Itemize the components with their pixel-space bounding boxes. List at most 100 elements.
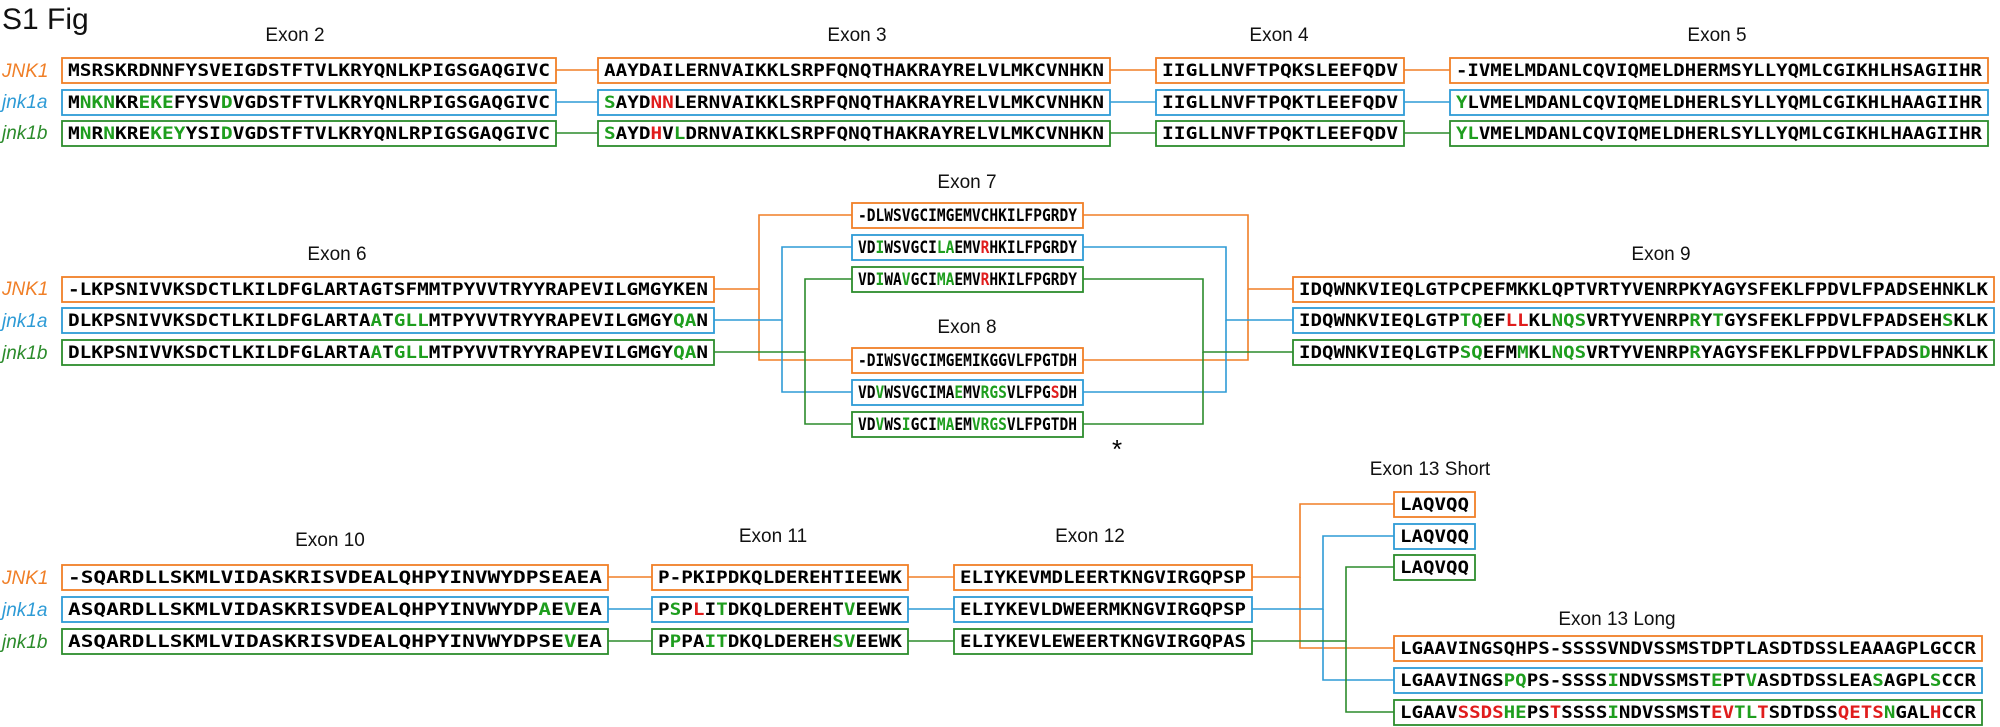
residue-run: PQ: [1504, 671, 1527, 690]
residue-run: PA: [681, 632, 704, 651]
sequence-text-e3-jnk1: AAYDAILERNVAIKKLSRPFQNQTHAKRAYRELVLMKCVN…: [604, 61, 1104, 80]
residue-run: N: [103, 124, 115, 143]
sequence-text-e12-jnk1b: ELIYKEVLEWEERTKNGVIRGQPAS: [960, 632, 1246, 651]
residue-run: LAQVQQ: [1400, 527, 1469, 546]
residue-run: DLKPSNIVVKSDCTLKILDFGLARTA: [68, 343, 371, 362]
sequence-box-e2-jnk1: [61, 57, 557, 84]
residue-run: ELIYKEVMDLEERTKNGVIRGQPSP: [960, 568, 1246, 587]
residue-run: M: [1517, 343, 1529, 362]
residue-run: IDQWNKVIEQLGTPCPEFMKKLQPTVRTYVENRPKYAGYS…: [1299, 280, 1988, 299]
residue-run: D: [1919, 343, 1931, 362]
residue-run: V: [876, 383, 885, 402]
residue-run: EF: [1483, 311, 1506, 330]
sequence-box-e7-jnk1a: [851, 234, 1084, 261]
sequence-box-e4-jnk1: [1155, 57, 1405, 84]
exon-10-label: Exon 10: [295, 530, 365, 551]
residue-run: N: [80, 124, 92, 143]
residue-run: -DLWSVGCIMGEMVCHKILFPGRDY: [858, 206, 1077, 225]
exon-6-label: Exon 6: [307, 244, 366, 265]
sequence-box-e8-jnk1b: [851, 411, 1084, 438]
residue-run: QA: [673, 311, 696, 330]
residue-run: ELIYKEVLDWEERMKNGVIRGQPSP: [960, 600, 1246, 619]
sequence-box-e2-jnk1a: [61, 89, 557, 116]
residue-run: V: [876, 415, 885, 434]
residue-run: LAQVQQ: [1400, 495, 1469, 514]
residue-run: DRNVAIKKLSRPFQNQTHAKRAYRELVLMKCVNHKN: [685, 124, 1104, 143]
residue-run: VD: [858, 270, 876, 289]
sequence-text-e8-jnk1b: VDVWSIGCIMAEMVRGSVLFPGTDH: [858, 415, 1077, 434]
sequence-box-e3-jnk1a: [597, 89, 1111, 116]
residue-run: -IVMELMDANLCQVIQMELDHERMSYLLYQMLCGIKHLHS…: [1456, 61, 1982, 80]
sequence-box-e4-jnk1b: [1155, 120, 1405, 147]
residue-run: V: [564, 632, 577, 651]
sequence-box-e10-jnk1: [61, 564, 609, 591]
connector-jnk1-e12-e13l: [1299, 577, 1394, 649]
residue-run: PS: [1527, 703, 1550, 722]
residue-run: ASQARDLLSKMLVIDASKRISVDEALQHPYINVWYDP: [68, 600, 538, 619]
row-labels-block-3: JNK1 jnk1a jnk1b: [0, 568, 48, 653]
residue-run: N: [696, 311, 708, 330]
residue-run: EV: [1711, 703, 1734, 722]
sequence-box-e13s-jnk1: [1393, 491, 1476, 518]
residue-run: S: [1872, 671, 1884, 690]
residue-run: I: [1607, 671, 1619, 690]
residue-run: ASDTDSSLEA: [1757, 671, 1872, 690]
exon-13-short-label: Exon 13 Short: [1370, 459, 1491, 480]
sequence-box-e4-jnk1a: [1155, 89, 1405, 116]
connector-jnk1a-e6-e7: [714, 246, 852, 321]
connector-jnk1a-e12-e13l: [1322, 609, 1394, 681]
row-labels-block-2: JNK1 jnk1a jnk1b: [0, 279, 48, 364]
residue-run: T: [1550, 703, 1562, 722]
residue-run: I: [704, 600, 716, 619]
residue-run: CCR: [1941, 671, 1976, 690]
sequence-box-e12-jnk1a: [953, 596, 1253, 623]
sequence-text-e13s-jnk1: LAQVQQ: [1400, 495, 1469, 514]
residue-run: WSVGCI: [884, 238, 937, 257]
residue-run: KLK: [1954, 311, 1989, 330]
residue-run: HNKLK: [1931, 343, 1988, 362]
residue-run: NQS: [1552, 343, 1586, 362]
residue-run: GYSFEKLFPDVLFPADSEH: [1724, 311, 1942, 330]
residue-run: VRTYVENRP: [1586, 343, 1689, 362]
residue-run: T: [716, 632, 728, 651]
row-label-jnk1a: jnk1a: [0, 600, 47, 621]
residue-run: V: [662, 124, 674, 143]
sequence-box-e6-jnk1: [61, 276, 715, 303]
residue-run: L: [693, 600, 705, 619]
connector-jnk1b-e7-e9: [1083, 278, 1293, 353]
sequence-box-e5-jnk1: [1449, 57, 1989, 84]
residue-run: P: [681, 600, 693, 619]
sequence-box-e13l-jnk1: [1393, 635, 1983, 662]
residue-run: N: [696, 343, 708, 362]
residue-run: VLFPGTDH: [1007, 415, 1077, 434]
exon-8-label: Exon 8: [937, 317, 996, 338]
residue-run: R: [92, 124, 104, 143]
residue-run: T: [1757, 703, 1769, 722]
residue-run: LAQVQQ: [1400, 558, 1469, 577]
residue-run: RGS: [981, 415, 1007, 434]
connector-jnk1b-e12-e13s: [1252, 566, 1394, 642]
sequence-box-e13l-jnk1a: [1393, 667, 1983, 694]
residue-run: T: [1712, 311, 1724, 330]
residue-run: A: [371, 311, 383, 330]
row-label-jnk1a: jnk1a: [0, 92, 47, 113]
residue-run: IIGLLNVFTPQKSLEEFQDV: [1162, 61, 1398, 80]
residue-run: KEY: [150, 124, 185, 143]
connector-jnk1-e7-e9: [1083, 214, 1293, 290]
sequence-text-e10-jnk1: -SQARDLLSKMLVIDASKRISVDEALQHPYINVWYDPSEA…: [68, 568, 602, 587]
residue-run: V: [972, 415, 981, 434]
connector-jnk1b-e6-e8: [804, 352, 852, 425]
sequence-box-e11-jnk1: [651, 564, 909, 591]
residue-run: I: [704, 632, 716, 651]
residue-run: WSVGCIMA: [884, 383, 954, 402]
residue-run: FYSV: [174, 93, 221, 112]
sequence-text-e8-jnk1: -DIWSVGCIMGEMIKGGVLFPGTDH: [858, 351, 1077, 370]
residue-run: I: [876, 238, 885, 257]
residue-run: M: [68, 124, 80, 143]
